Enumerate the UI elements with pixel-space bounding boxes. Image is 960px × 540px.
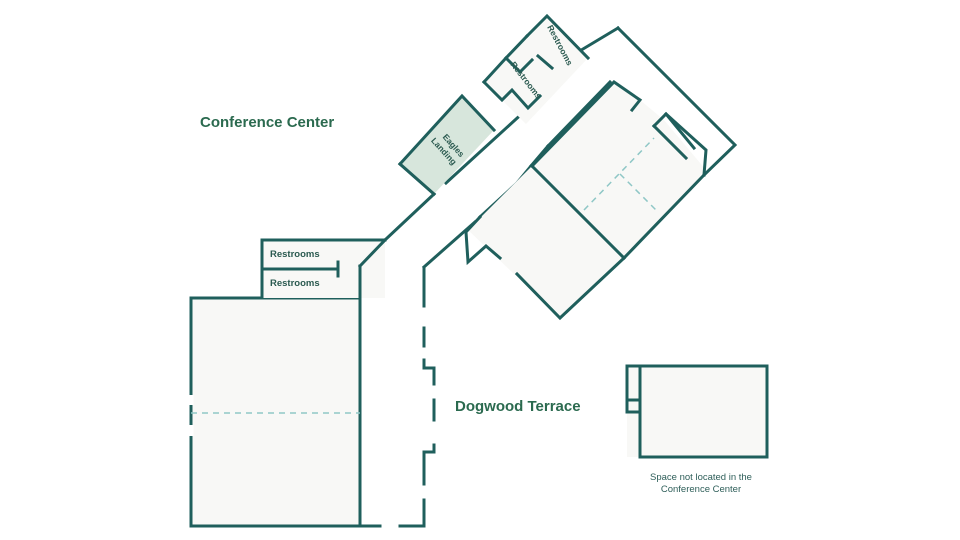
offsite-room[interactable]: [625, 364, 769, 459]
eagles-landing-room[interactable]: Eagles Landing: [397, 93, 497, 197]
dogwood-terrace-label: Dogwood Terrace: [455, 398, 581, 415]
right-ballroom[interactable]: [464, 25, 738, 321]
offsite-note: Conference Center: [661, 484, 741, 495]
restrooms-label: Restrooms: [270, 278, 320, 289]
restrooms-label: Restrooms: [270, 249, 320, 260]
large-hall[interactable]: [188, 296, 362, 528]
restrooms-top-block: Restrooms Restrooms: [481, 13, 591, 124]
offsite-note: Space not located in the: [650, 472, 752, 483]
conference-center-title: Conference Center: [200, 114, 334, 131]
restrooms-left-block: Restrooms Restrooms: [260, 238, 387, 300]
